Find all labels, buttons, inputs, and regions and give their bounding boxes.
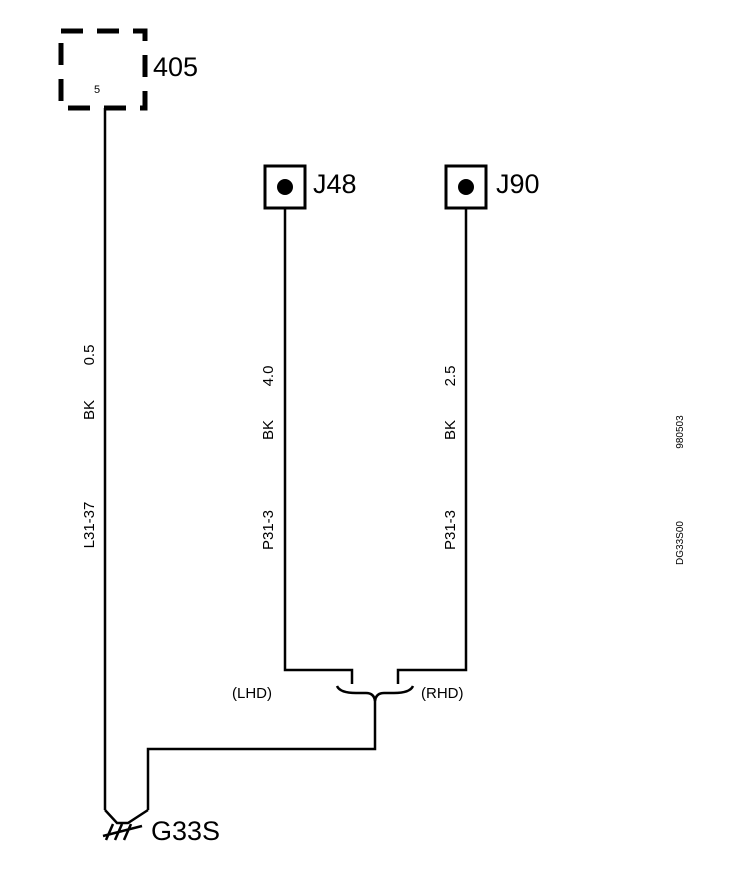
side-code-diagram-id: DG33S00: [675, 521, 686, 565]
side-code-date: 980503: [675, 415, 686, 449]
connector-j48: J48: [263, 164, 357, 210]
ground-symbol-icon: [102, 808, 149, 841]
wire-405-labels: 0.5 BK L31-37: [81, 345, 98, 549]
wire-j90-code: P31-3: [442, 510, 459, 550]
wire-common-to-ground: [146, 700, 377, 810]
connector-j90-label: J90: [496, 169, 540, 199]
ground-label: G33S: [151, 816, 220, 846]
wire-405-color: BK: [81, 400, 98, 420]
component-405-dashed-box: [58, 28, 148, 111]
connector-j90-pin-dot: [458, 179, 474, 195]
component-405: 5 405: [58, 28, 198, 111]
variant-brace: [335, 685, 415, 702]
wire-j90-color: BK: [442, 420, 459, 440]
connector-j48-pin-dot: [277, 179, 293, 195]
component-405-label: 405: [153, 52, 198, 82]
wire-j48: [283, 208, 354, 684]
variant-left-label: (LHD): [232, 685, 272, 702]
connector-j48-label: J48: [313, 169, 357, 199]
wire-405-code: L31-37: [81, 502, 98, 549]
wire-j48-labels: 4.0 BK P31-3: [260, 366, 277, 550]
wire-j90-labels: 2.5 BK P31-3: [442, 366, 459, 550]
wire-j90-size: 2.5: [442, 366, 459, 387]
wire-j48-color: BK: [260, 420, 277, 440]
component-405-pin-label: 5: [94, 84, 100, 96]
variant-right-label: (RHD): [421, 685, 464, 702]
wire-j48-size: 4.0: [260, 366, 277, 387]
wire-405-size: 0.5: [81, 345, 98, 366]
wire-j90: [396, 208, 468, 684]
side-codes: 980503 DG33S00: [675, 415, 686, 565]
connector-j90: J90: [444, 164, 540, 210]
wire-j48-code: P31-3: [260, 510, 277, 550]
